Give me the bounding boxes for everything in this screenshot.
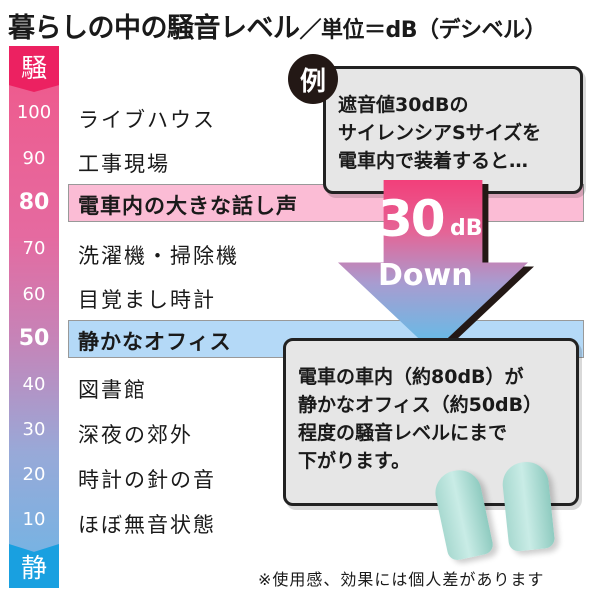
tick-40: 40 <box>22 374 46 395</box>
disclaimer-note: ※使用感、効果には個人差があります <box>258 570 545 589</box>
tick-70: 70 <box>22 238 46 259</box>
tick-100: 100 <box>16 102 52 123</box>
result-line-1: 電車の車内（約80dB）が <box>298 366 524 388</box>
example-line-1: 遮音値30dBの <box>338 94 469 116</box>
tick-60: 60 <box>22 284 46 305</box>
page-title: 暮らしの中の騒音レベル／単位＝dB（デシベル） <box>8 6 547 45</box>
tick-90: 90 <box>22 148 46 169</box>
item-live-house: ライブハウス <box>78 108 216 132</box>
example-line-3: 電車内で装着すると… <box>338 150 529 172</box>
result-line-3: 程度の騒音レベルにまで <box>298 422 508 444</box>
arrow-unit: dB <box>450 216 483 241</box>
result-callout: 電車の車内（約80dB）が 静かなオフィス（約50dB） 程度の騒音レベルにまで… <box>283 338 579 506</box>
item-suburb-night: 深夜の郊外 <box>78 423 193 447</box>
example-callout: 遮音値30dBの サイレンシアSサイズを 電車内で装着すると… <box>323 66 583 194</box>
item-construction: 工事現場 <box>78 152 170 176</box>
item-clock-hand: 時計の針の音 <box>78 468 216 492</box>
item-train-voice: 電車内の大きな話し声 <box>78 194 298 218</box>
result-line-2: 静かなオフィス（約50dB） <box>298 394 543 416</box>
scale-quiet-label: 静 <box>9 544 59 588</box>
item-alarm-clock: 目覚まし時計 <box>78 288 216 312</box>
noise-scale-bar: 騒 100 90 80 70 60 50 40 30 20 10 静 <box>9 46 59 588</box>
scale-loud-label: 騒 <box>9 46 59 92</box>
example-badge: 例 <box>288 54 338 104</box>
tick-80: 80 <box>18 190 50 215</box>
title-main: 暮らしの中の騒音レベル <box>8 13 300 44</box>
title-unit: ／単位＝dB（デシベル） <box>299 18 547 43</box>
item-near-silence: ほぼ無音状態 <box>78 513 216 537</box>
tick-10: 10 <box>22 509 46 530</box>
tick-30: 30 <box>22 419 46 440</box>
arrow-number: 30 <box>378 190 446 248</box>
item-washer: 洗濯機・掃除機 <box>78 244 239 268</box>
arrow-word: Down <box>378 258 473 293</box>
tick-20: 20 <box>22 464 46 485</box>
example-line-2: サイレンシアSサイズを <box>338 122 542 144</box>
item-library: 図書館 <box>78 378 147 402</box>
item-quiet-office: 静かなオフィス <box>78 330 232 354</box>
tick-50: 50 <box>18 326 50 351</box>
down-arrow-icon: 30 dB Down <box>338 180 534 356</box>
result-line-4: 下がります。 <box>298 450 411 472</box>
